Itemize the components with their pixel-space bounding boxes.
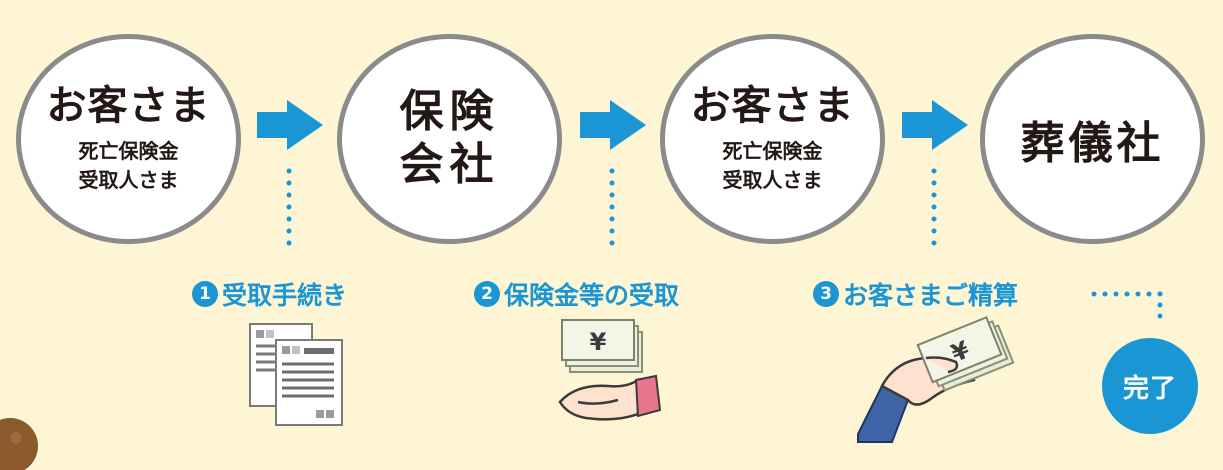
arrow-right-icon xyxy=(257,100,323,150)
documents-icon xyxy=(249,323,343,426)
node-insurance-company: 保険 会社 xyxy=(337,34,562,244)
step-label-text: お客さまご精算 xyxy=(843,281,1019,310)
node-title: 葬儀社 xyxy=(1020,118,1165,169)
arrow-right-icon xyxy=(580,100,646,150)
step-label-text: 保険金等の受取 xyxy=(504,281,680,310)
node-subtitle-line: 死亡保険金 xyxy=(78,139,179,163)
step-label-1: 1 受取手続き xyxy=(192,274,347,314)
node-title-line: 会社 xyxy=(399,139,500,190)
node-funeral-company: 葬儀社 xyxy=(980,34,1205,244)
node-subtitle-line: 受取人さま xyxy=(78,168,179,192)
node-subtitle: 死亡保険金 受取人さま xyxy=(723,137,823,195)
yen-symbol: ¥ xyxy=(590,328,607,356)
node-subtitle: 死亡保険金 受取人さま xyxy=(79,137,179,195)
dotted-connector xyxy=(931,168,937,258)
dotted-connector-to-done xyxy=(1091,291,1163,327)
hand-receiving-money-icon: ¥ xyxy=(558,319,662,421)
dotted-connector xyxy=(609,168,615,258)
node-title: お客さま xyxy=(690,83,855,129)
step-number-badge: 1 xyxy=(192,281,218,307)
step-label-3: 3 お客さまご精算 xyxy=(813,274,1018,314)
step-number-badge: 3 xyxy=(813,281,839,307)
step-number-badge: 2 xyxy=(474,281,500,307)
node-customer-2: お客さま 死亡保険金 受取人さま xyxy=(660,34,885,244)
flow-diagram: お客さま 死亡保険金 受取人さま 保険 会社 お客さま 死亡保険金 受取人さま … xyxy=(0,34,1205,470)
node-customer: お客さま 死亡保険金 受取人さま xyxy=(16,34,241,244)
step-label-2: 2 保険金等の受取 xyxy=(474,274,679,314)
node-subtitle-line: 死亡保険金 xyxy=(722,139,823,163)
dotted-connector xyxy=(286,168,292,258)
node-subtitle-line: 受取人さま xyxy=(722,168,823,192)
node-title-line: 保険 xyxy=(399,86,500,138)
node-title: お客さま xyxy=(46,83,211,129)
character-decoration xyxy=(0,418,38,470)
step-label-text: 受取手続き xyxy=(222,281,348,310)
arrow-right-icon xyxy=(902,100,968,150)
hand-giving-money-icon: ¥ xyxy=(857,316,1015,443)
done-badge: 完了 xyxy=(1102,338,1198,434)
